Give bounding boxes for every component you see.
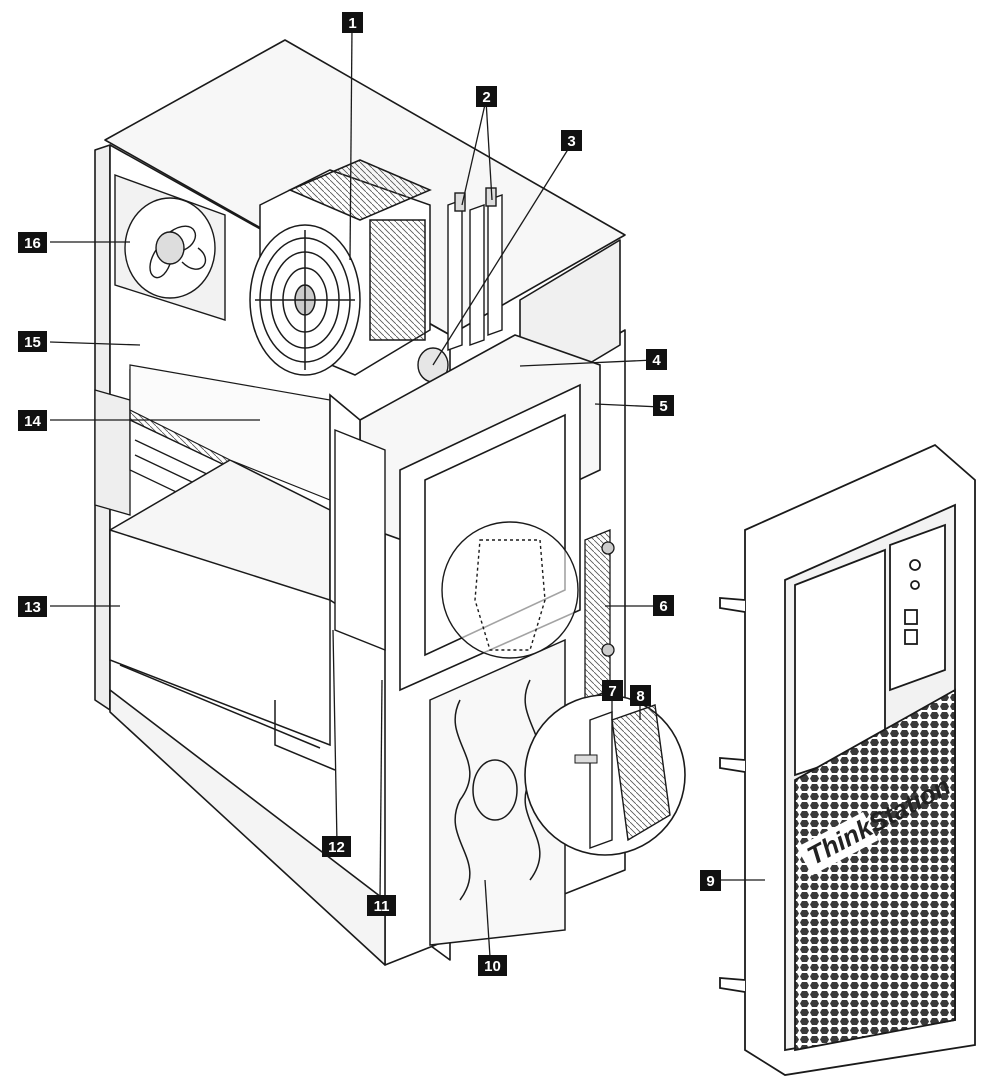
m2-ssd bbox=[611, 704, 671, 842]
callout-9: 9 bbox=[700, 870, 721, 891]
cpu-heatsink-fan bbox=[249, 159, 432, 376]
callout-16: 16 bbox=[18, 232, 47, 253]
storage-drive-bracket bbox=[429, 638, 566, 946]
power-button-icon bbox=[909, 559, 921, 571]
callout-2: 2 bbox=[476, 86, 497, 107]
callout-12: 12 bbox=[322, 836, 351, 857]
optical-drive-bay bbox=[334, 428, 386, 652]
callout-8: 8 bbox=[630, 685, 651, 706]
callout-10: 10 bbox=[478, 955, 507, 976]
bezel-logo-plate bbox=[796, 812, 879, 876]
callout-16-text: 16 bbox=[24, 235, 41, 252]
audio-jack-icon bbox=[910, 580, 920, 590]
callout-1: 1 bbox=[342, 12, 363, 33]
usb-port-icon bbox=[904, 629, 918, 645]
callout-6-text: 6 bbox=[659, 598, 667, 615]
callout-14: 14 bbox=[18, 410, 47, 431]
callout-2-text: 2 bbox=[482, 89, 490, 106]
callout-5-text: 5 bbox=[659, 398, 667, 415]
callout-7: 7 bbox=[602, 680, 623, 701]
callout-11-text: 11 bbox=[374, 898, 390, 915]
callout-13: 13 bbox=[18, 596, 47, 617]
callout-7-text: 7 bbox=[608, 683, 616, 700]
m2-bracket bbox=[589, 711, 613, 849]
memory-modules bbox=[447, 187, 503, 351]
front-fan bbox=[584, 529, 615, 701]
front-bezel bbox=[719, 443, 976, 1076]
callout-9-text: 9 bbox=[706, 873, 714, 890]
motherboard-area bbox=[129, 364, 331, 501]
usb-port-icon bbox=[904, 609, 918, 625]
m2-detail-circle bbox=[524, 694, 686, 856]
power-supply bbox=[109, 459, 336, 771]
rear-fan bbox=[114, 174, 226, 321]
callout-5: 5 bbox=[653, 395, 674, 416]
callout-15-text: 15 bbox=[24, 334, 41, 351]
callout-15: 15 bbox=[18, 331, 47, 352]
callout-12-text: 12 bbox=[328, 839, 345, 856]
callout-13-text: 13 bbox=[24, 599, 41, 616]
callout-1-text: 1 bbox=[348, 15, 356, 32]
callout-14-text: 14 bbox=[24, 413, 41, 430]
detail-zoom-circle-upper bbox=[441, 521, 579, 659]
callout-6: 6 bbox=[653, 595, 674, 616]
callout-4-text: 4 bbox=[652, 352, 661, 369]
callout-10-text: 10 bbox=[484, 958, 501, 975]
leader-lines bbox=[49, 27, 765, 958]
callout-4: 4 bbox=[646, 349, 667, 370]
callout-3: 3 bbox=[561, 130, 582, 151]
front-mesh bbox=[794, 688, 956, 1052]
callout-3-text: 3 bbox=[567, 133, 575, 150]
callout-11: 11 bbox=[367, 895, 396, 916]
callout-8-text: 8 bbox=[636, 688, 644, 705]
